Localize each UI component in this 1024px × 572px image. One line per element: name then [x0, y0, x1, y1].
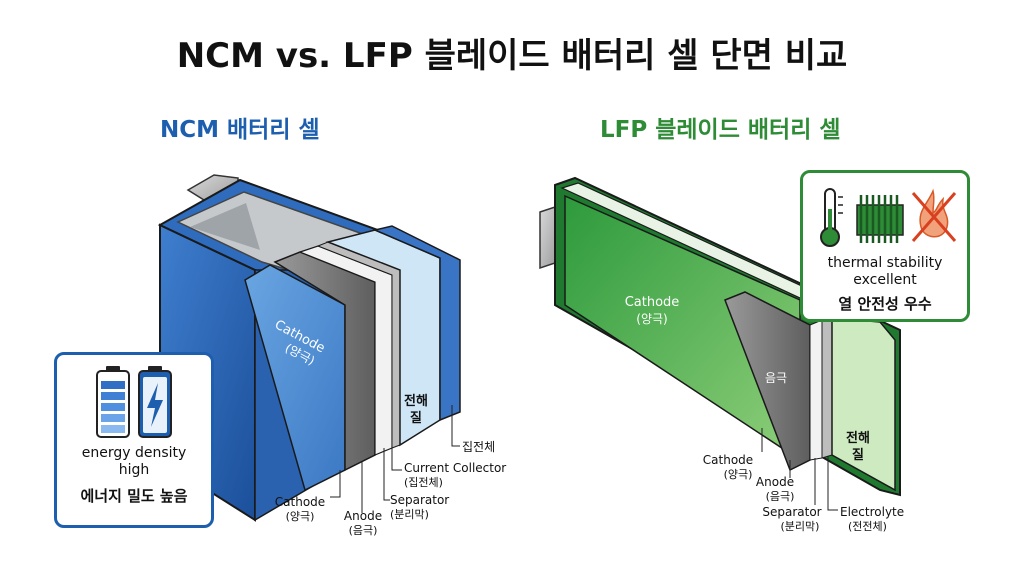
ncm-energy-density-box: energy density high 에너지 밀도 높음 [54, 352, 214, 528]
ncm-info-text-en-1: energy density [81, 445, 187, 461]
ncm-info-text-en-2: high [118, 462, 150, 478]
ncm-callout-separator-ko: (분리막) [390, 508, 429, 521]
ncm-electrolyte-inner-label: 전해 [404, 393, 428, 409]
lfp-callout-anode-ko: (음극) [766, 490, 795, 503]
ncm-callout-anode-ko: (음극) [349, 524, 378, 537]
lfp-subtitle: LFP 블레이드 배터리 셀 [600, 117, 841, 143]
ncm-callout-cathode-ko: (양극) [286, 510, 315, 523]
ncm-callout-separator: Separator [390, 493, 449, 507]
ncm-electrolyte-inner-label-2: 질 [410, 411, 422, 426]
lfp-callout-cathode: Cathode [703, 453, 753, 467]
lightning-icon [138, 366, 172, 438]
lfp-callout-anode: Anode [756, 475, 794, 489]
heat-sink-icon [856, 195, 904, 243]
lfp-cathode-inner-label-ko: (양극) [636, 312, 667, 326]
lfp-callout-separator-ko: (분리막) [781, 520, 820, 533]
lfp-info-text-en-2: excellent [853, 272, 917, 288]
page-title: NCM vs. LFP 블레이드 배터리 셀 단면 비교 [176, 36, 848, 76]
no-fire-icon [911, 188, 957, 242]
lfp-separator-layer [809, 319, 823, 461]
ncm-callout-cathode: Cathode [275, 495, 325, 509]
lfp-electrolyte-inner-label-2: 질 [852, 448, 864, 463]
ncm-callout-current-collector-ko: (집전체) [404, 476, 443, 489]
ncm-callout-anode: Anode [344, 509, 382, 523]
lfp-info-text-en-1: thermal stability [827, 255, 943, 271]
lfp-thermal-stability-box: thermal stability excellent 열 안전성 우수 [800, 170, 970, 322]
lfp-electrolyte-inner-label: 전해 [846, 430, 870, 446]
ncm-callout-current-collector: Current Collector [404, 461, 506, 475]
ncm-callout-collector: 집전체 [462, 440, 495, 454]
battery-icon [96, 366, 130, 438]
lfp-cathode-inner-label: Cathode [625, 295, 680, 310]
lfp-callout-separator: Separator [762, 505, 821, 519]
lfp-info-text-ko: 열 안전성 우수 [838, 295, 932, 313]
lfp-callout-electrolyte-ko: (전전체) [848, 520, 887, 533]
ncm-info-text-ko: 에너지 밀도 높음 [80, 487, 188, 505]
ncm-collector-layer [372, 225, 461, 422]
ncm-subtitle: NCM 배터리 셀 [160, 117, 320, 143]
lfp-callout-electrolyte: Electrolyte [840, 505, 904, 519]
lfp-anode-inner-label: 음극 [765, 371, 787, 385]
thermometer-icon [820, 188, 843, 247]
ncm-info-icons [96, 366, 172, 438]
lfp-info-icons [820, 188, 957, 247]
lfp-callout-cathode-ko: (양극) [724, 468, 753, 481]
